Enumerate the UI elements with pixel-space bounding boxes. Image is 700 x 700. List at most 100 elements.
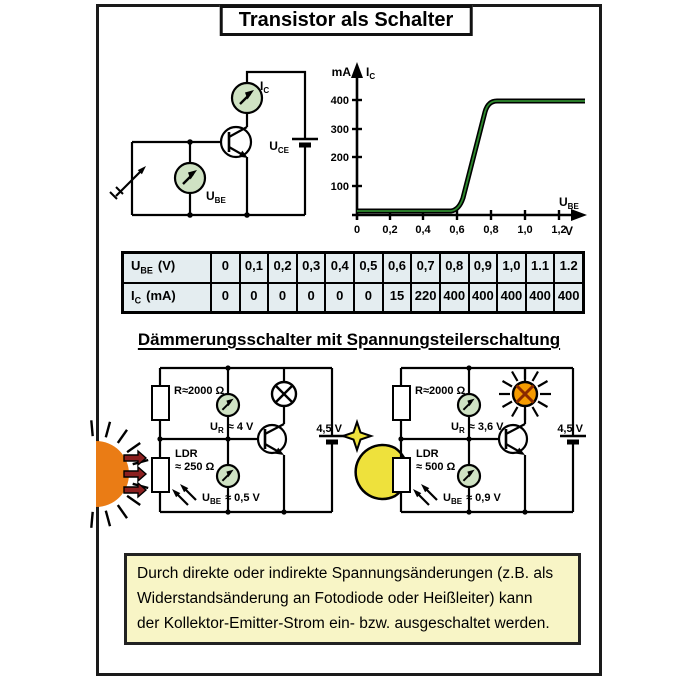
table-cell: 0 xyxy=(212,254,239,282)
battery xyxy=(560,434,586,445)
voltmeter-ube xyxy=(173,161,207,195)
transistor-npn xyxy=(497,423,529,455)
note-line: der Kollektor-Emitter-Strom ein- bzw. au… xyxy=(137,615,550,632)
voltmeter-ube xyxy=(215,463,241,489)
svg-text:0,8: 0,8 xyxy=(483,224,498,236)
wires xyxy=(130,70,307,217)
transistor-test-circuit: UCE IC UBE xyxy=(109,70,318,218)
transistor-npn xyxy=(256,423,288,455)
table-cell: 0 xyxy=(240,283,268,312)
junction-dots xyxy=(157,365,287,515)
table-cell: 0,2 xyxy=(269,254,296,282)
axis-ticks xyxy=(352,98,561,220)
note-line: Durch direkte oder indirekte Spannungsän… xyxy=(137,565,554,582)
x-axis-unit: V xyxy=(565,224,573,238)
sun-icon xyxy=(90,420,149,528)
voltmeter-ur xyxy=(215,392,241,418)
lamp-off xyxy=(270,380,298,408)
svg-text:0,2: 0,2 xyxy=(382,224,397,236)
table-cell: 15 xyxy=(383,283,411,312)
ldr xyxy=(151,457,170,493)
star-icon xyxy=(339,418,375,454)
table-cell: 400 xyxy=(555,283,582,312)
resistor-r-label: R≈2000 Ω xyxy=(174,385,225,397)
note-line: Widerstandsänderung an Fotodiode oder He… xyxy=(137,590,533,607)
voltmeter-ube-label: UBE xyxy=(206,189,226,205)
ldr-arrows xyxy=(413,484,438,506)
y-axis-unit: mA xyxy=(332,65,352,79)
ic-curve xyxy=(357,98,585,214)
page-title: Transistor als Schalter xyxy=(219,5,473,36)
table-cell: 0 xyxy=(355,283,382,312)
battery-uce xyxy=(292,137,318,148)
table-cell: 1.2 xyxy=(555,254,582,282)
svg-text:0,4: 0,4 xyxy=(415,224,431,236)
table-cell: 220 xyxy=(412,283,439,312)
svg-text:400: 400 xyxy=(331,95,349,107)
resistor-r-label: R≈2000 Ω xyxy=(415,385,466,397)
svg-text:0: 0 xyxy=(354,224,360,236)
ldr xyxy=(392,457,411,493)
table-cell: 400 xyxy=(526,283,554,312)
table-cell: 0,4 xyxy=(326,254,354,282)
ammeter-ic xyxy=(230,81,264,115)
table-cell: 0,5 xyxy=(355,254,382,282)
ldr-name-label: LDR xyxy=(416,448,439,460)
voltmeter-ube-label: UBE≈ 0,5 V xyxy=(202,492,261,506)
table-cell: 0 xyxy=(212,283,239,312)
table-cell: 0,9 xyxy=(469,254,497,282)
ldr-name-label: LDR xyxy=(175,448,198,460)
svg-text:300: 300 xyxy=(331,124,349,136)
voltmeter-ur xyxy=(456,392,482,418)
voltmeter-ur-label: UR≈ 4 V xyxy=(210,421,254,435)
section-heading: Dämmerungsschalter mit Spannungsteilersc… xyxy=(137,330,561,349)
svg-text:200: 200 xyxy=(331,152,349,164)
voltmeter-ube-label: UBE≈ 0,9 V xyxy=(443,492,502,506)
note-box: Durch direkte oder indirekte Spannungsän… xyxy=(124,553,581,645)
svg-text:0,6: 0,6 xyxy=(449,224,464,236)
battery-uce-label: UCE xyxy=(269,139,289,155)
measurement-table: UBE(V) 0 0,1 0,2 0,3 0,4 0,5 0,6 0,7 0,8… xyxy=(121,251,585,315)
light-arrows xyxy=(123,449,148,499)
table-cell: 0 xyxy=(326,283,354,312)
transistor-npn xyxy=(219,125,253,159)
table-cell: 0,1 xyxy=(240,254,268,282)
table-cell: 0,3 xyxy=(297,254,325,282)
svg-text:100: 100 xyxy=(331,181,349,193)
ic-ube-graph: mA IC 400 300 200 100 0 0,2 0,4 0,6 0,8 … xyxy=(331,62,587,238)
ldr-value-label: ≈ 500 Ω xyxy=(416,461,456,473)
ldr-arrows xyxy=(172,484,197,506)
battery-label: 4,5 V xyxy=(316,423,342,435)
y-axis-variable: IC xyxy=(366,65,375,81)
lamp-cross xyxy=(515,384,535,404)
axes xyxy=(351,62,587,221)
table-cell: 0,8 xyxy=(440,254,468,282)
table-cell: 0 xyxy=(297,283,325,312)
x-axis-variable: UBE xyxy=(559,195,579,211)
battery-label: 4,5 V xyxy=(557,423,583,435)
resistor-r xyxy=(151,385,170,421)
ammeter-ic-label: IC xyxy=(260,79,269,95)
y-tick-labels: 400 300 200 100 xyxy=(331,95,349,193)
svg-text:1,0: 1,0 xyxy=(517,224,532,236)
table-row1-label: UBE(V) xyxy=(124,254,210,282)
ldr-value-label: ≈ 250 Ω xyxy=(175,461,215,473)
table-cell: 400 xyxy=(498,283,525,312)
table-row2-label: IC(mA) xyxy=(124,283,210,312)
table-cell: 400 xyxy=(469,283,497,312)
junction-dots xyxy=(398,365,528,515)
resistor-r xyxy=(392,385,411,421)
lamp-on xyxy=(499,368,551,420)
day-circuit: R≈2000 Ω LDR ≈ 250 Ω UR≈ 4 V UBE≈ 0,5 V xyxy=(90,365,345,528)
variable-input-arrow xyxy=(109,166,146,200)
voltmeter-ur-label: UR≈ 3,6 V xyxy=(451,421,504,435)
svg-text:1,2: 1,2 xyxy=(551,224,566,236)
table-cell: 0,7 xyxy=(412,254,439,282)
table-cell: 1,0 xyxy=(498,254,525,282)
table-cell: 1.1 xyxy=(526,254,554,282)
lamp-rays xyxy=(499,368,551,420)
x-tick-labels: 0 0,2 0,4 0,6 0,8 1,0 1,2 xyxy=(354,224,567,236)
table-cell: 0 xyxy=(269,283,296,312)
night-circuit: R≈2000 Ω LDR ≈ 500 Ω UR≈ 3,6 V UBE≈ 0,9 … xyxy=(339,365,586,515)
